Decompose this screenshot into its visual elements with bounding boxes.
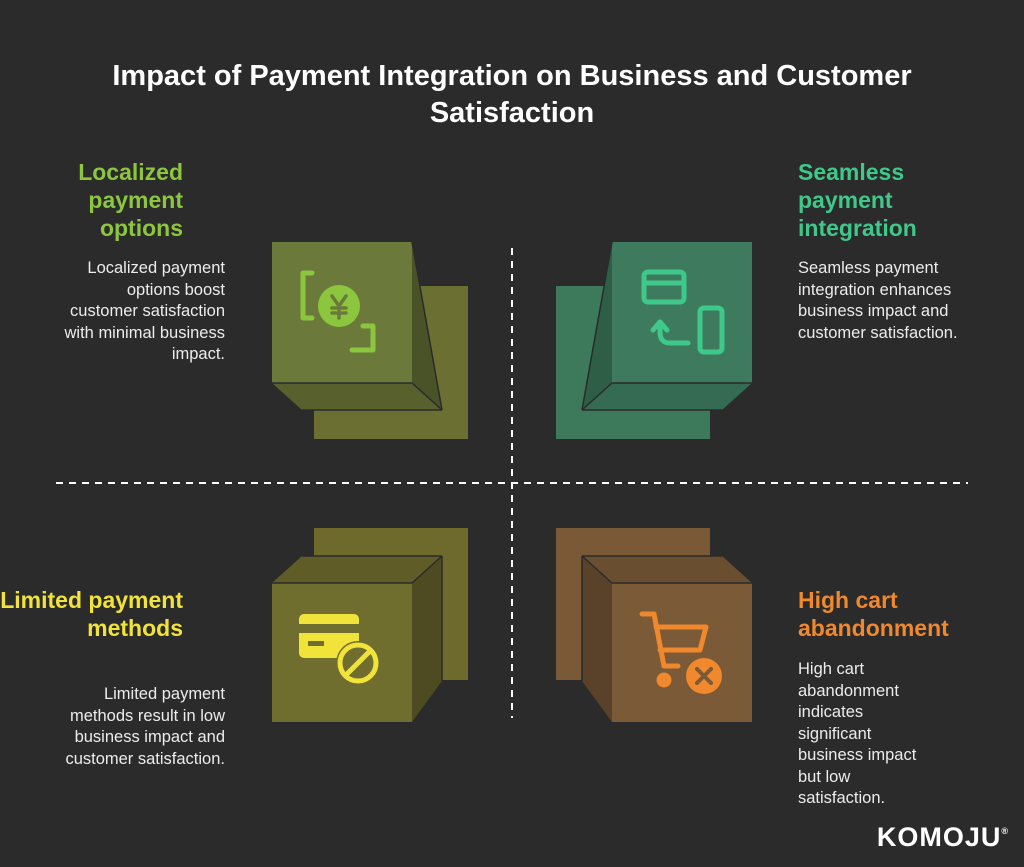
heading-limited-methods: Limited payment methods <box>0 587 183 641</box>
logo-text: KOMOJU <box>876 822 1002 852</box>
card-to-phone-icon <box>641 269 725 355</box>
cart-remove-icon <box>639 611 709 688</box>
registered-mark: ® <box>1001 826 1008 836</box>
description-cart-abandonment: High cart abandonment indicates signific… <box>798 660 917 807</box>
blocked-card-icon <box>299 614 380 685</box>
description-seamless-integration: Seamless payment integration enhances bu… <box>798 259 958 342</box>
heading-localized-payment: Localized payment options <box>78 159 183 241</box>
heading-cart-abandonment: High cart abandonment <box>798 587 949 641</box>
diagram-title: Impact of Payment Integration on Busines… <box>112 60 912 129</box>
komoju-logo: KOMOJU® <box>877 822 1008 853</box>
description-localized-payment: Localized payment options boost customer… <box>64 259 225 363</box>
heading-seamless-integration: Seamless payment integration <box>798 159 917 241</box>
description-limited-methods: Limited payment methods result in low bu… <box>65 685 225 768</box>
